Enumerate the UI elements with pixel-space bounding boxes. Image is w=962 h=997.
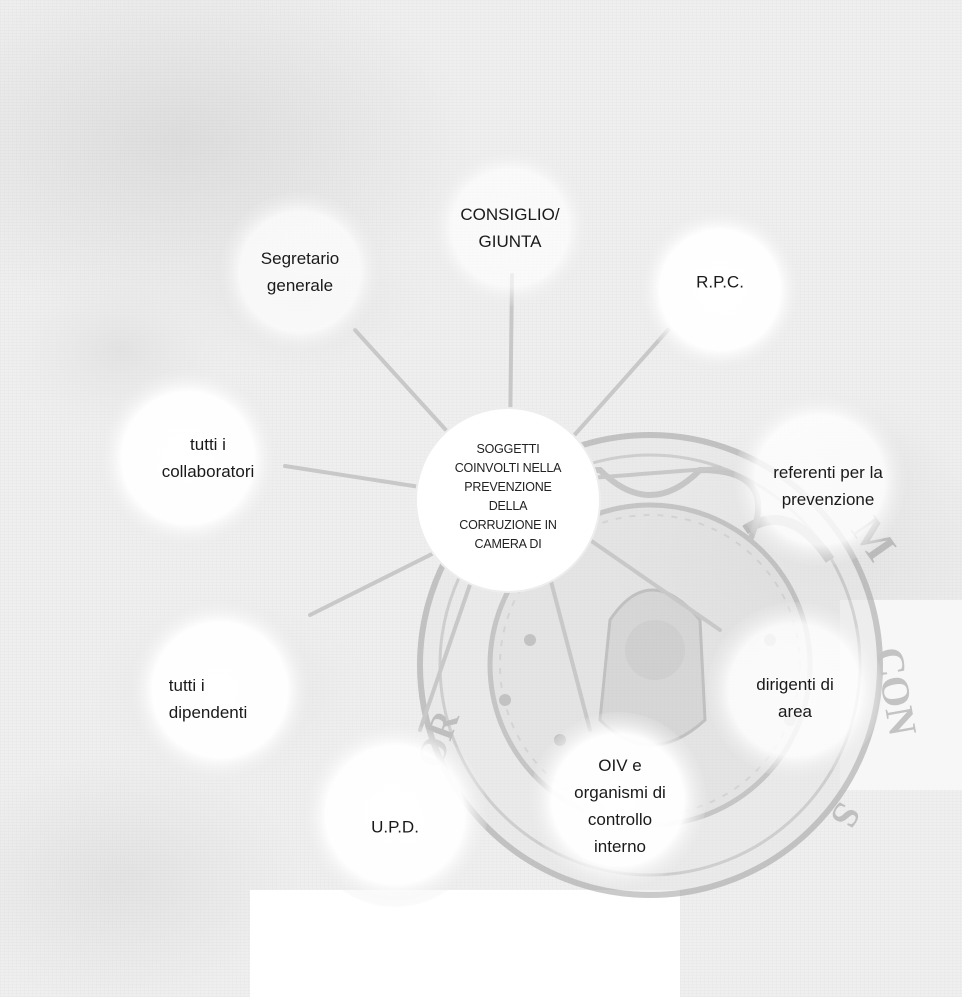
connector-lines xyxy=(283,273,722,732)
node-label-consiglio-giunta: CONSIGLIO/ GIUNTA xyxy=(460,205,560,251)
connector-dipendenti xyxy=(308,548,442,617)
node-label-dirigenti: dirigenti di area xyxy=(756,675,834,721)
connector-rpc xyxy=(568,328,670,442)
node-circle-upd xyxy=(303,723,487,907)
node-circle-referenti xyxy=(734,394,906,566)
node-circle-segretario xyxy=(220,192,380,352)
connector-referenti xyxy=(588,466,722,480)
connector-oiv xyxy=(546,568,592,732)
node-label-segretario-generale: Segretario generale xyxy=(260,249,340,295)
node-circle-rpc xyxy=(640,210,800,370)
node-label-rpc: R.P.C. xyxy=(696,272,744,292)
node-circles xyxy=(100,150,906,907)
center-label: SOGGETTI COINVOLTI NELLA PREVENZIONE DEL… xyxy=(454,442,562,551)
node-label-dipendenti: tutti i dipendenti xyxy=(168,676,248,722)
node-circle-oiv xyxy=(530,712,706,888)
node-label-oiv: OIV e organismi di controllo interno xyxy=(574,756,666,856)
connector-segretario xyxy=(353,328,457,442)
connector-dirigenti xyxy=(588,538,722,632)
node-label-upd: U.P.D. xyxy=(371,817,419,837)
node-label-collaboratori: tutti i collaboratori xyxy=(161,435,255,481)
node-circle-dipendenti xyxy=(130,600,310,780)
node-circle-center xyxy=(415,407,601,593)
node-circle-consiglio xyxy=(432,150,588,306)
blank-patch-bottom xyxy=(250,890,680,997)
node-circle-dirigenti xyxy=(707,602,883,778)
connector-upd xyxy=(418,568,477,732)
node-circle-collaboratori xyxy=(100,370,276,546)
connector-collaboratori xyxy=(283,464,422,489)
node-label-referenti: referenti per la prevenzione xyxy=(773,463,883,509)
